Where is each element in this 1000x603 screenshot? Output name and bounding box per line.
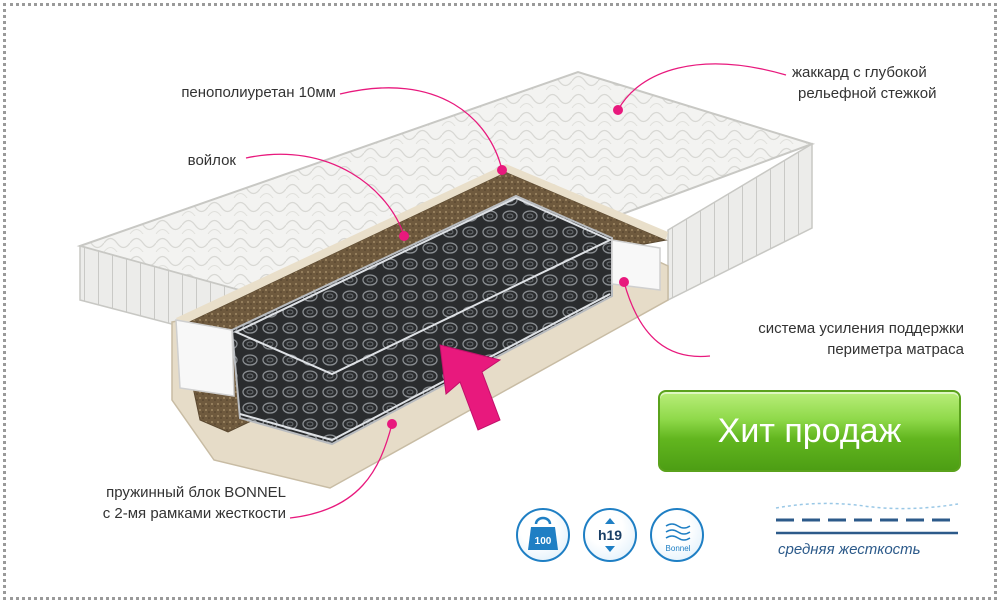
label-jacquard-line1: жаккард с глубокой bbox=[792, 64, 927, 81]
svg-text:100: 100 bbox=[535, 536, 552, 547]
callout-dot-spring bbox=[387, 419, 397, 429]
label-perimeter-line1: система усиления поддержки bbox=[758, 320, 964, 337]
label-perimeter-line2: периметра матраса bbox=[827, 341, 964, 358]
bestseller-button[interactable]: Хит продаж bbox=[658, 390, 961, 472]
perimeter-block-left bbox=[175, 319, 235, 397]
label-felt: войлок bbox=[187, 152, 236, 169]
firmness-lines-icon bbox=[775, 502, 959, 535]
bonnel-badge: Bonnel bbox=[650, 508, 704, 562]
label-jacquard-line2: рельефной стежкой bbox=[798, 85, 937, 102]
callout-line-perimeter bbox=[623, 281, 711, 358]
spring-block bbox=[230, 194, 613, 446]
svg-text:h19: h19 bbox=[598, 527, 622, 543]
height-badge: h19 bbox=[583, 508, 637, 562]
label-spring-line1: пружинный блок BONNEL bbox=[106, 484, 286, 501]
svg-text:Bonnel: Bonnel bbox=[666, 544, 691, 553]
callout-line-felt bbox=[245, 153, 405, 237]
height-icon: h19 bbox=[598, 518, 622, 552]
stiffness-frame-top bbox=[233, 196, 613, 376]
callout-line-spring bbox=[289, 423, 393, 519]
spring-icon: Bonnel bbox=[666, 523, 691, 553]
label-perimeter: система усиления поддержки периметра мат… bbox=[758, 318, 964, 360]
label-spring: пружинный блок BONNEL с 2-мя рамками жес… bbox=[103, 482, 286, 524]
callout-line-jacquard bbox=[617, 63, 787, 111]
callout-dot-felt bbox=[399, 231, 409, 241]
label-jacquard: жаккард с глубокой рельефной стежкой bbox=[792, 62, 936, 104]
callout-dot-perimeter bbox=[619, 277, 629, 287]
firmness-label: средняя жесткость bbox=[778, 541, 921, 558]
callout-dot-foam bbox=[497, 165, 507, 175]
weight-badge: 100 bbox=[516, 508, 570, 562]
dotted-frame bbox=[3, 3, 997, 600]
weight-icon: 100 bbox=[528, 516, 558, 550]
callout-dot-jacquard bbox=[613, 105, 623, 115]
label-spring-line2: с 2-мя рамками жесткости bbox=[102, 505, 286, 522]
callout-line-foam bbox=[339, 87, 503, 171]
label-foam: пенополиуретан 10мм bbox=[181, 84, 336, 101]
pink-arrow-icon bbox=[439, 344, 502, 431]
stiffness-frame-bottom bbox=[239, 293, 611, 442]
